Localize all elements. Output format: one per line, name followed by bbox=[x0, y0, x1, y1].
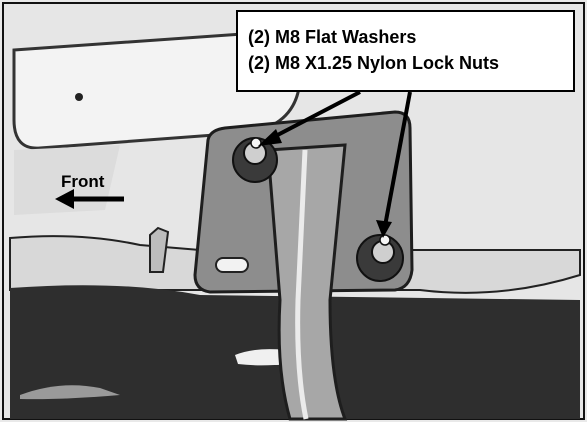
callout-arrowhead-bottom bbox=[376, 220, 392, 238]
callout-arrow-bottom bbox=[383, 91, 412, 227]
strap bbox=[266, 143, 348, 421]
callout-box: (2) M8 Flat Washers (2) M8 X1.25 Nylon L… bbox=[236, 10, 575, 92]
lower-highlight-2 bbox=[20, 385, 120, 400]
callout-arrowhead-top bbox=[258, 129, 282, 146]
front-direction-label: Front bbox=[61, 172, 105, 191]
callout-line-lock-nuts: (2) M8 X1.25 Nylon Lock Nuts bbox=[248, 53, 500, 73]
side-stud bbox=[149, 226, 170, 273]
front-arrowhead bbox=[55, 189, 74, 209]
strap-center-line bbox=[295, 149, 309, 420]
bolt-bottom bbox=[379, 234, 391, 246]
callout-arrow-top bbox=[267, 90, 361, 142]
panel-hole bbox=[75, 93, 83, 101]
callout-line-washers: (2) M8 Flat Washers bbox=[248, 27, 417, 47]
plate-slot-bottom bbox=[215, 257, 249, 273]
bolt-top bbox=[250, 137, 262, 149]
